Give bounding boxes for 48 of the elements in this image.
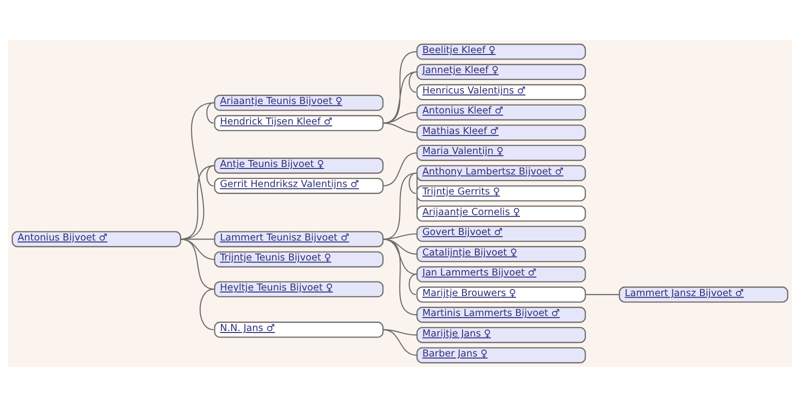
connector: [382, 329, 418, 356]
connector: [585, 294, 620, 296]
connector: [180, 238, 215, 260]
node-box: Trijntje Teunis Bijvoet ♀: [214, 251, 384, 268]
node-box: Catalijntje Bijvoet ♀: [416, 246, 586, 262]
node-box: Marijtje Jans ♀: [416, 327, 586, 344]
connector: [416, 173, 418, 214]
node-box: Hendrick Tijsen Kleef ♂: [214, 115, 384, 132]
connector: [206, 102, 214, 124]
node-box: Marijtje Brouwers ♀: [416, 286, 586, 303]
node-box: Anthony Lambertsz Bijvoet ♂: [416, 165, 586, 182]
connector: [408, 71, 416, 93]
connector: [408, 274, 416, 296]
node-box: Maria Valentijn ♀: [416, 144, 586, 161]
node-box: Mathias Kleef ♂: [416, 124, 586, 141]
node-box: N.N. Jans ♂: [214, 322, 384, 338]
node-box: Lammert Teunisz Bijvoet ♂: [214, 231, 384, 248]
connector: [382, 238, 418, 316]
connector: [180, 238, 215, 290]
connector: [382, 172, 418, 240]
connector: [408, 172, 416, 194]
connector: [180, 102, 215, 240]
connector: [382, 122, 418, 134]
node-box: Antje Teunis Bijvoet ♀: [214, 158, 384, 174]
node-box: Trijntje Gerrits ♀: [416, 185, 586, 202]
node-box: Beelitje Kleef ♀: [416, 44, 586, 60]
connector: [382, 238, 418, 275]
node-box: Lammert Jansz Bijvoet ♂: [618, 286, 788, 303]
node-box: Martinis Lammerts Bijvoet ♂: [416, 306, 586, 323]
node-box: Arijaantje Cornelis ♀: [416, 206, 586, 222]
node-box: Jan Lammerts Bijvoet ♂: [416, 266, 586, 282]
node-box: Jannetje Kleef ♀: [416, 64, 586, 80]
connector: [206, 165, 214, 186]
connector: [382, 152, 418, 186]
connector: [200, 288, 214, 330]
node-box: Antonius Bijvoet ♂: [12, 231, 182, 248]
connector: [382, 329, 418, 336]
node-box: Barber Jans ♀: [416, 347, 586, 364]
connector: [382, 233, 418, 240]
connector: [382, 238, 418, 255]
connector: [180, 165, 215, 240]
node-box: Antonius Kleef ♂: [416, 104, 586, 120]
connector: [180, 238, 215, 240]
node-box: Ariaantje Teunis Bijvoet ♀: [214, 94, 384, 111]
node-box: Gerrit Hendriksz Valentijns ♂: [214, 178, 384, 194]
node-box: Govert Bijvoet ♂: [416, 226, 586, 242]
node-box: Heyltje Teunis Bijvoet ♀: [214, 281, 384, 298]
node-box: Henricus Valentijns ♂: [416, 84, 586, 100]
